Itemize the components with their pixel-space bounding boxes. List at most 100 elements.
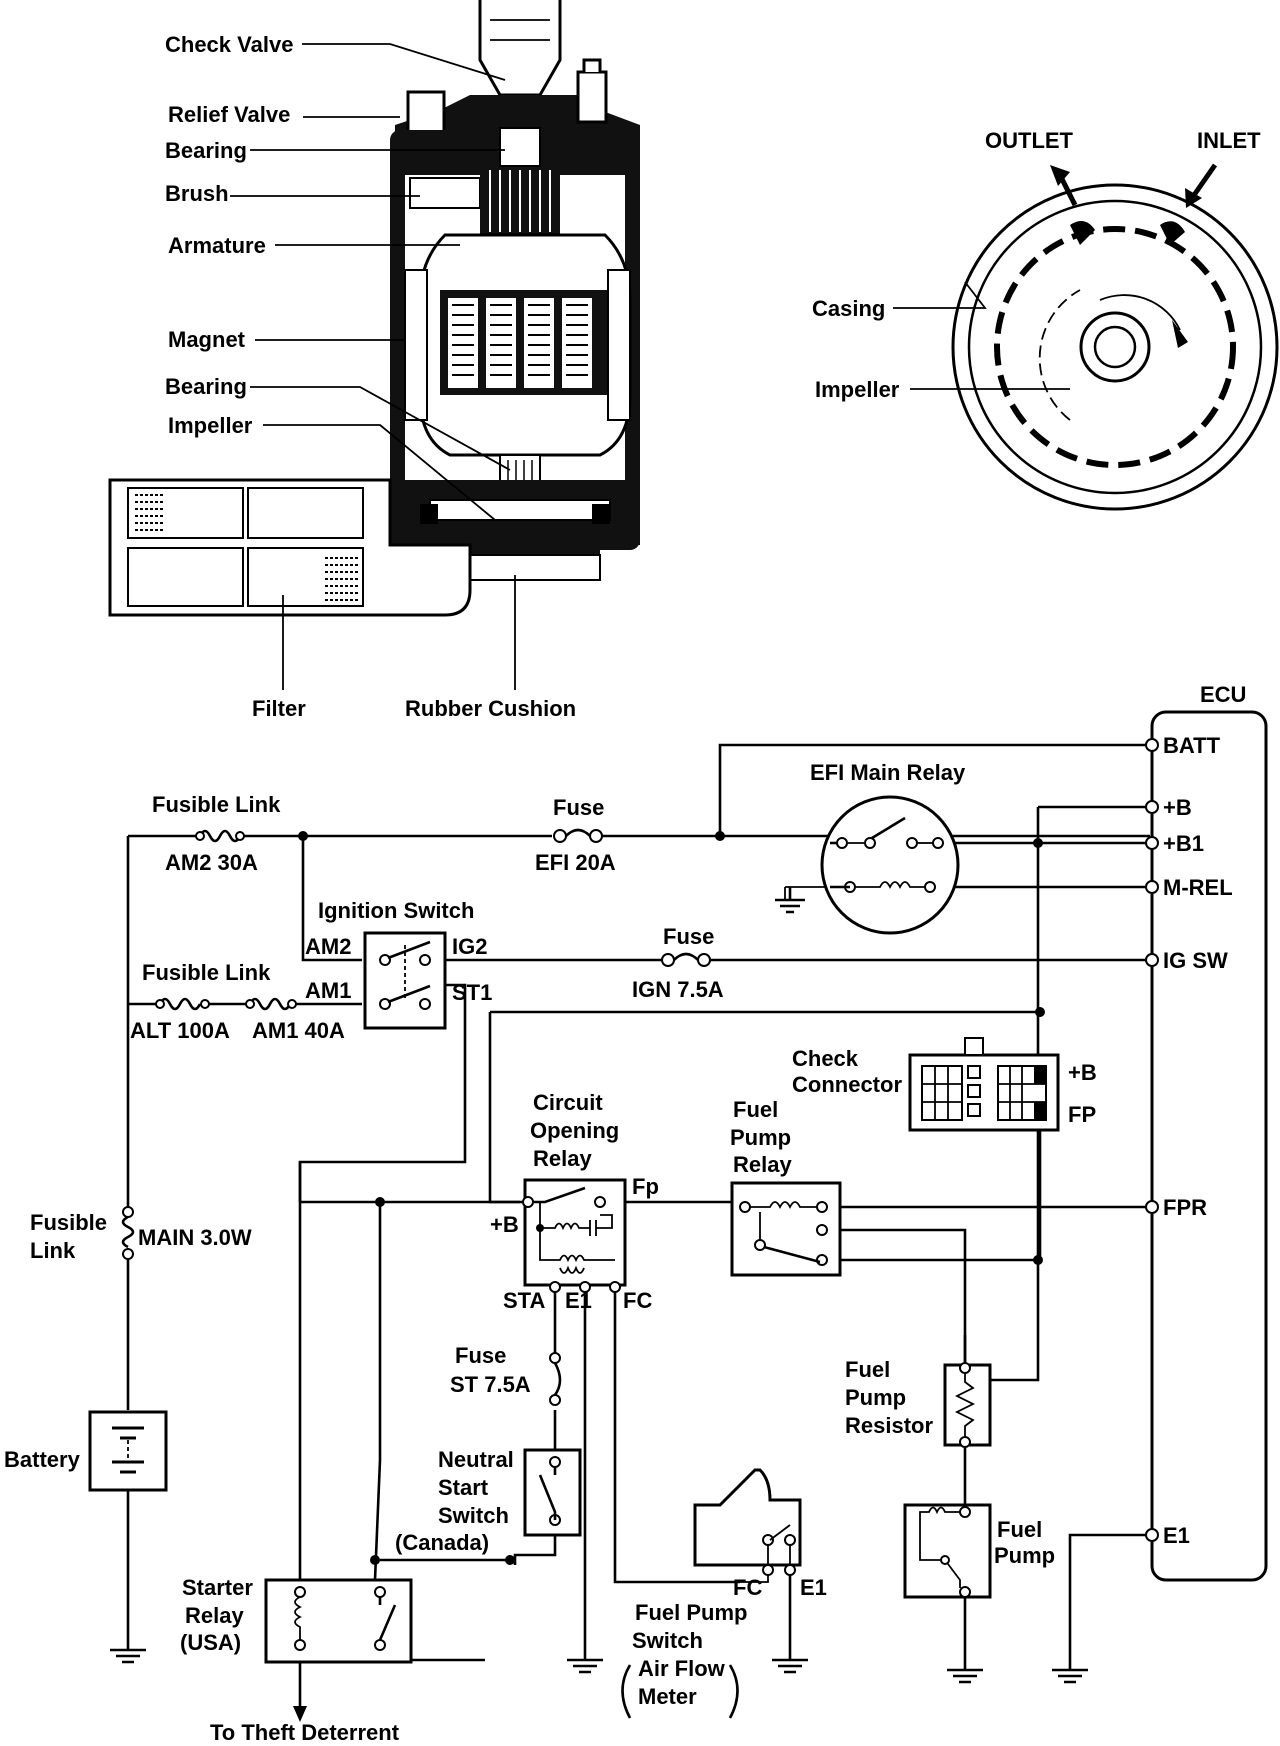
neutral-start-switch-line3: Switch <box>438 1503 509 1528</box>
ecu-pin-e1: E1 <box>1163 1523 1190 1548</box>
wiring-label-group: ECU BATT +B +B1 M-REL IG SW FPR E1 Fusib… <box>4 682 1246 1745</box>
starter-relay-line1: Starter <box>182 1575 253 1600</box>
wiring <box>126 743 1150 1722</box>
neutral-start-switch-line1: Neutral <box>438 1447 514 1472</box>
fuel-pump-relay-line2: Pump <box>730 1125 791 1150</box>
casing-label-group: OUTLET INLET Casing Impeller <box>812 128 1261 402</box>
fuel-pump-switch-symbol <box>693 1468 802 1583</box>
ecu-pin-igsw: IG SW <box>1163 948 1228 973</box>
fuse-efi-symbol <box>553 828 603 843</box>
fuel-pump-switch-line4: Meter <box>638 1684 697 1709</box>
label-bearing-top: Bearing <box>165 138 247 163</box>
label-armature: Armature <box>168 233 266 258</box>
fuel-pump-symbol <box>903 1503 992 1599</box>
fuel-pump-relay-line3: Relay <box>733 1152 792 1177</box>
theft-deterrent-label: To Theft Deterrent <box>210 1720 400 1745</box>
neutral-start-switch-line2: Start <box>438 1475 489 1500</box>
ecu-pin-b: +B <box>1163 795 1192 820</box>
fusible-link-main-rating: MAIN 3.0W <box>138 1225 252 1250</box>
junction-dots <box>298 831 1045 1565</box>
check-connector-line2: Connector <box>792 1072 902 1097</box>
label-casing: Casing <box>812 296 885 321</box>
ecu-pin-batt: BATT <box>1163 733 1221 758</box>
fuel-pump-relay-line1: Fuel <box>733 1097 778 1122</box>
fusible-link-am2-rating: AM2 30A <box>165 850 258 875</box>
pump-leader-lines <box>230 43 516 690</box>
circuit-opening-relay-symbol <box>522 1178 627 1293</box>
efi-main-relay-label: EFI Main Relay <box>810 760 966 785</box>
label-relief-valve: Relief Valve <box>168 102 290 127</box>
fuel-pump-switch-line1: Fuel Pump <box>635 1600 747 1625</box>
fuel-pump-switch-fc: FC <box>733 1575 762 1600</box>
fuel-pump-resistor-symbol <box>943 1362 992 1448</box>
ignition-switch-st1: ST1 <box>452 980 492 1005</box>
fuse-st-rating: ST 7.5A <box>450 1372 531 1397</box>
circuit-opening-relay-sta: STA <box>503 1288 545 1313</box>
label-bearing-bottom: Bearing <box>165 374 247 399</box>
label-outlet: OUTLET <box>985 128 1074 153</box>
circuit-opening-relay-line1: Circuit <box>533 1090 603 1115</box>
ecu-pin-terminals <box>1145 738 1159 1542</box>
fusible-link-main-line2: Link <box>30 1238 76 1263</box>
fuel-pump-relay-symbol <box>730 1181 842 1277</box>
ecu-title: ECU <box>1200 682 1246 707</box>
fuse-efi-rating: EFI 20A <box>535 850 616 875</box>
fuse-ign-symbol <box>661 952 711 967</box>
fuel-pump-line2: Pump <box>994 1543 1055 1568</box>
label-impeller-right: Impeller <box>815 377 900 402</box>
battery-label: Battery <box>4 1447 81 1472</box>
fuse-st-symbol <box>549 1352 562 1406</box>
fuel-pump-switch-line3: Air Flow <box>638 1656 726 1681</box>
ecu-pin-fpr: FPR <box>1163 1195 1207 1220</box>
neutral-start-switch-symbol <box>523 1448 582 1537</box>
ground-symbols <box>110 1648 1088 1684</box>
impeller-casing-diagram <box>893 163 1279 511</box>
fusible-link-alt-rating: ALT 100A <box>130 1018 230 1043</box>
starter-relay-symbol <box>264 1578 413 1664</box>
circuit-opening-relay-line3: Relay <box>533 1146 592 1171</box>
starter-relay-line2: Relay <box>185 1603 244 1628</box>
ignition-switch-am2: AM2 <box>305 934 351 959</box>
label-brush: Brush <box>165 181 229 206</box>
starter-relay-line3: (USA) <box>180 1630 241 1655</box>
label-check-valve: Check Valve <box>165 32 293 57</box>
fuel-pump-switch-e1: E1 <box>800 1575 827 1600</box>
efi-main-relay-symbol <box>775 795 960 935</box>
fuel-pump-resistor-line1: Fuel <box>845 1357 890 1382</box>
check-connector-symbol <box>908 1037 1060 1132</box>
fuse-ign-rating: IGN 7.5A <box>632 977 724 1002</box>
fusible-link-am2-title: Fusible Link <box>152 792 281 817</box>
label-filter: Filter <box>252 696 306 721</box>
label-magnet: Magnet <box>168 327 246 352</box>
label-impeller: Impeller <box>168 413 253 438</box>
fusible-link-alt-symbol <box>155 997 297 1011</box>
fusible-link-am2-symbol <box>195 829 245 843</box>
fuse-st-title: Fuse <box>455 1343 506 1368</box>
circuit-opening-relay-e1: E1 <box>565 1288 592 1313</box>
ignition-switch-title: Ignition Switch <box>318 898 474 923</box>
ecu-box <box>1150 710 1268 1582</box>
fuse-efi-title: Fuse <box>553 795 604 820</box>
pump-label-group: Check Valve Relief Valve Bearing Brush A… <box>165 32 576 721</box>
fusible-link-alt-title: Fusible Link <box>142 960 271 985</box>
neutral-start-switch-note: (Canada) <box>395 1530 489 1555</box>
label-inlet: INLET <box>1197 128 1261 153</box>
ignition-switch-symbol <box>363 931 447 1030</box>
fuel-pump-resistor-line3: Resistor <box>845 1413 933 1438</box>
fusible-link-am1-rating: AM1 40A <box>252 1018 345 1043</box>
fuel-pump-switch-line2: Switch <box>632 1628 703 1653</box>
ignition-switch-ig2: IG2 <box>452 934 487 959</box>
ignition-switch-am1: AM1 <box>305 978 351 1003</box>
fuse-ign-title: Fuse <box>663 924 714 949</box>
circuit-opening-relay-b: +B <box>490 1212 519 1237</box>
fuel-pump-cutaway <box>108 0 640 617</box>
circuit-opening-relay-fc: FC <box>623 1288 652 1313</box>
battery-symbol <box>88 1410 168 1492</box>
fuel-pump-line1: Fuel <box>997 1517 1042 1542</box>
check-connector-fp: FP <box>1068 1102 1096 1127</box>
circuit-opening-relay-line2: Opening <box>530 1118 619 1143</box>
circuit-opening-relay-fp: Fp <box>632 1174 659 1199</box>
check-connector-line1: Check <box>792 1046 859 1071</box>
